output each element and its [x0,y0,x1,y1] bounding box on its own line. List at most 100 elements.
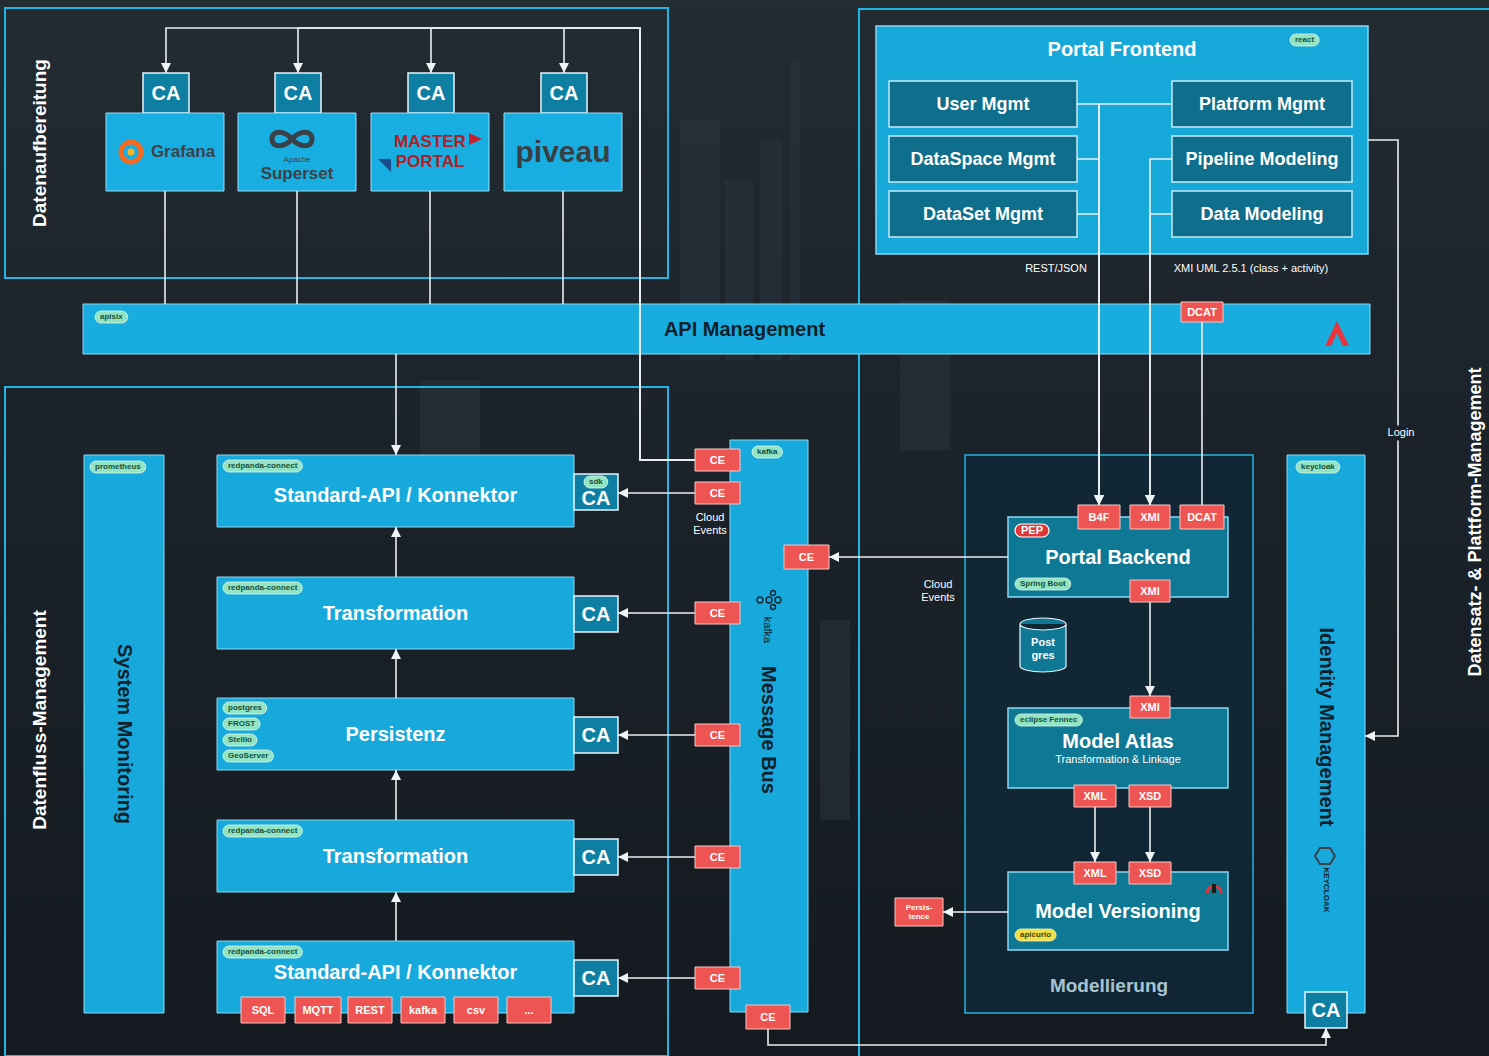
node-shape [106,113,224,191]
group-box: ModellierungPortal BackendPEPSpring Boot… [965,455,1253,1013]
node-label: CA [284,82,313,105]
format-tag: Persis- tence [895,898,943,926]
node-label: B4F [1089,511,1110,524]
node-label: XMI [1140,511,1160,524]
pipeline-stage: Transformation redpanda-connect [217,820,574,892]
node-shape [275,73,321,113]
node-shape [84,455,164,1013]
node-label: CA [417,82,446,105]
connector-arrow [395,892,397,941]
tool-box: ApacheSuperset [238,113,356,191]
tech-badge: Spring Boot [1015,578,1071,590]
node-shape [574,717,618,753]
format-tag: B4F [1078,505,1120,529]
node-shape [1015,714,1082,726]
node-shape [401,997,445,1023]
connector-arrow [768,1028,1326,1045]
node-label: prometheus [95,463,141,471]
node-shape [889,136,1077,182]
adapter-box: CA [408,73,454,113]
module-box: Data Modeling [1172,191,1352,237]
region-panel: DatenaufbereitungCAGrafanaCAApacheSupers… [5,8,668,278]
node-label: REST [355,1004,384,1017]
cloud-event-tag: CE [695,602,740,624]
node-label: kafka [409,1004,437,1017]
node-label: System Monitoring [113,644,136,824]
node-shape [876,26,1368,254]
tech-badge: redpanda-connect [223,946,302,958]
node-shape [454,997,498,1023]
node-shape [574,839,618,875]
connector-arrow [395,527,397,577]
node-label: XML [1083,790,1106,803]
node-label: csv [467,1004,485,1017]
node-label: CA [582,967,611,990]
node-shape [1015,578,1071,590]
connector-arrow [296,191,298,304]
node-shape [695,602,740,624]
node-label: Superset [261,164,334,184]
node-label: XML [1083,867,1106,880]
node-label: Datenfluss-Management [29,610,51,830]
adapter-box: CA [541,73,587,113]
connector-arrow [562,191,564,304]
node-label: Identity Management [1315,628,1338,827]
connector-arrow [166,28,695,460]
node-shape [223,460,302,472]
column-box: Identity ManagementKEYCLOAKkeycloakCA [1287,455,1365,1013]
node-label: CE [799,551,814,564]
node-shape [1008,872,1228,950]
adapter-box: CA [1305,992,1347,1028]
connector-arrow [395,649,397,698]
tool-box: MASTER PORTAL [371,113,489,191]
connector-arrow [1149,807,1151,862]
node-label: Post gres [1026,636,1060,661]
edge-label: Cloud Events [916,578,960,604]
node-label: redpanda-connect [228,827,297,835]
node-label: XSD [1139,790,1162,803]
node-label: KEYCLOAK [1321,868,1330,913]
node-label: kafka [762,617,775,643]
tech-badge: react [1290,34,1319,46]
node-label: Stellio [228,736,252,744]
node-label: CA [582,487,611,510]
node-shape [223,946,302,958]
node-label: CA [582,603,611,626]
connector-arrow [618,492,695,494]
node-shape [238,113,356,191]
node-label: Pipeline Modeling [1185,149,1338,170]
tech-badge: prometheus [90,461,146,473]
node-shape [1074,785,1116,807]
node-label: CE [710,454,725,467]
node-shape [695,846,740,868]
node-label: CA [152,82,181,105]
node-shape [223,750,273,762]
node-label: react [1295,36,1314,44]
node-label: Transformation [323,845,469,868]
node-shape [1078,505,1120,529]
node-shape [895,898,943,926]
node-label: CA [582,724,611,747]
node-shape [695,449,740,471]
connector-arrow [1201,322,1203,505]
connector-arrow [943,911,1008,913]
adapter-box: CA [143,73,189,113]
cloud-event-tag: CE [695,967,740,989]
node-label: Persis- tence [900,903,938,921]
adapter-box: CA [574,960,618,996]
cloud-event-tag: CE [784,545,829,569]
cloud-event-tag: CE [695,846,740,868]
tool-box: piveau [504,113,622,191]
node-shape [1172,191,1352,237]
node-shape [217,698,574,770]
masterportal-flag [469,133,482,145]
node-label: redpanda-connect [228,584,297,592]
connector-arrow [395,770,397,820]
node-shape [889,191,1077,237]
node-label: User Mgmt [936,94,1029,115]
tech-badge: postgres [223,702,267,714]
node-shape [1020,618,1066,672]
node-label: sdk [589,478,603,486]
node-label: Message Bus [757,666,780,794]
